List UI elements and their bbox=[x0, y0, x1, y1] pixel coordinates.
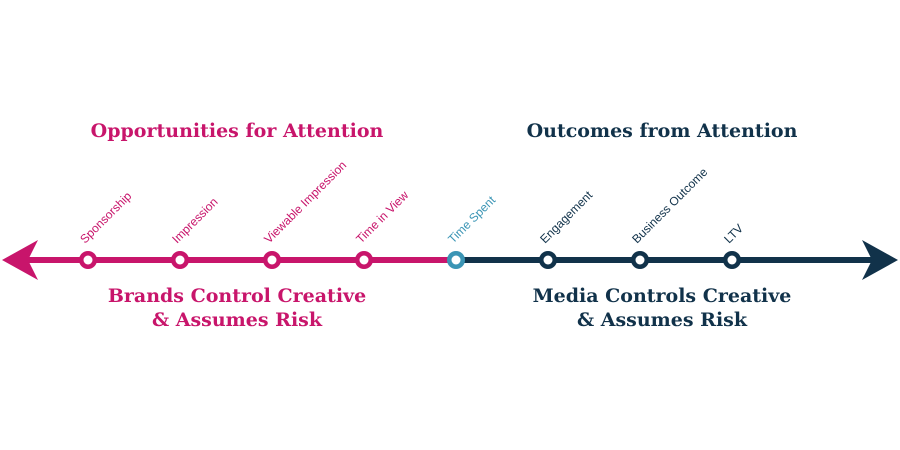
timeline-label: Time in View bbox=[353, 188, 411, 246]
timeline-label: Engagement bbox=[537, 188, 595, 246]
timeline-marker-center bbox=[267, 255, 277, 265]
right-heading: Outcomes from Attention bbox=[527, 120, 798, 142]
timeline-marker-center bbox=[175, 255, 185, 265]
timeline-label: Sponsorship bbox=[77, 189, 134, 246]
timeline-marker-center bbox=[727, 255, 737, 265]
timeline-marker-center bbox=[635, 255, 645, 265]
left-arrowhead bbox=[2, 240, 38, 280]
timeline-points: Sponsorship Impression Viewable Impression… bbox=[77, 158, 746, 269]
timeline-label: Impression bbox=[169, 195, 220, 246]
left-footer-line1: Brands Control Creative bbox=[108, 285, 366, 307]
timeline-label: Business Outcome bbox=[629, 165, 710, 246]
timeline-label: LTV bbox=[721, 221, 746, 246]
right-footer-line2: & Assumes Risk bbox=[577, 309, 748, 331]
timeline-label: Time Spent bbox=[445, 193, 498, 246]
left-heading: Opportunities for Attention bbox=[91, 120, 384, 142]
right-arrowhead bbox=[862, 240, 898, 280]
timeline-marker-center bbox=[359, 255, 369, 265]
timeline-marker-center bbox=[451, 255, 461, 265]
timeline-marker-center bbox=[83, 255, 93, 265]
timeline-marker-center bbox=[543, 255, 553, 265]
timeline-label: Viewable Impression bbox=[261, 158, 349, 246]
left-footer-line2: & Assumes Risk bbox=[152, 309, 323, 331]
right-footer-line1: Media Controls Creative bbox=[533, 285, 792, 307]
